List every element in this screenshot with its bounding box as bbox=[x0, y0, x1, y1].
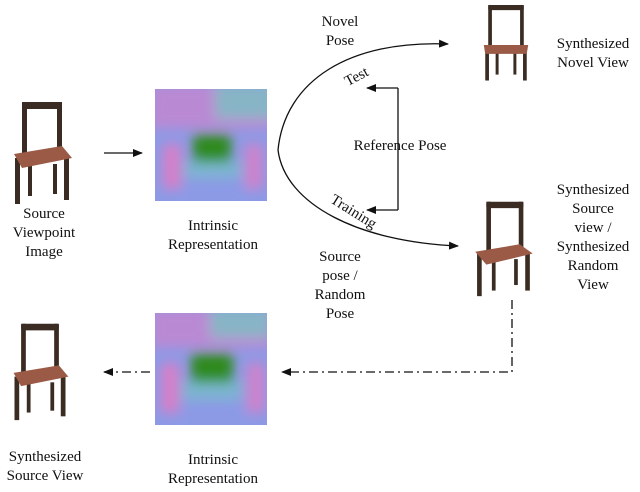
label-line: Representation bbox=[168, 237, 258, 253]
label-line: pose / bbox=[322, 268, 358, 284]
label-line: Source bbox=[23, 206, 65, 222]
label-line: Novel bbox=[321, 14, 359, 30]
label-line: Representation bbox=[168, 471, 258, 487]
intrinsic-bottom-label: Intrinsic Representation bbox=[140, 451, 286, 489]
synth-novel-label: Synthesized Novel View bbox=[546, 35, 640, 73]
reference-pose-label: Reference Pose bbox=[353, 138, 447, 154]
intrinsic-representation-top bbox=[155, 89, 267, 201]
label-line: Source View bbox=[6, 468, 84, 484]
intrinsic-representation-bottom bbox=[155, 313, 267, 425]
arrow-reference-to-test bbox=[367, 88, 399, 210]
source-chair-image bbox=[14, 102, 72, 204]
label-line: Synthesized bbox=[556, 36, 630, 52]
label-line: Novel View bbox=[557, 55, 629, 71]
label-line: Source bbox=[572, 201, 614, 217]
label-line: Synthesized bbox=[8, 449, 82, 465]
label-line: Intrinsic bbox=[188, 452, 238, 468]
label-line: Pose bbox=[325, 33, 355, 49]
source-random-pose-label: Source pose / Random Pose bbox=[300, 248, 380, 324]
arrow-dashdot-to-rep-bottom bbox=[281, 300, 513, 376]
label-line: Viewpoint bbox=[12, 225, 76, 241]
label-line: Intrinsic bbox=[188, 218, 238, 234]
label-line: Synthesized bbox=[556, 239, 630, 255]
representation-map-image bbox=[155, 89, 267, 201]
arrow-training-curve bbox=[277, 149, 459, 250]
label-line: View bbox=[577, 277, 609, 293]
source-image-label: Source Viewpoint Image bbox=[4, 205, 84, 262]
label-line: Random bbox=[314, 287, 366, 303]
intrinsic-top-label: Intrinsic Representation bbox=[140, 217, 286, 255]
label-line: Random bbox=[567, 258, 619, 274]
synthesized-novel-chair-image bbox=[483, 4, 529, 81]
synthesized-source-random-chair-image bbox=[475, 201, 533, 297]
arrow-test-curve bbox=[277, 39, 449, 151]
label-line: Image bbox=[25, 244, 63, 260]
novel-pose-label: Novel Pose bbox=[310, 13, 370, 51]
representation-map-image bbox=[155, 313, 267, 425]
label-line: view / bbox=[574, 220, 612, 236]
synth-source-view-label: Synthesized Source View bbox=[0, 448, 90, 486]
synth-source-random-label: Synthesized Source view / Synthesized Ra… bbox=[546, 181, 640, 295]
label-line: Synthesized bbox=[556, 182, 630, 198]
label-line: Pose bbox=[325, 306, 355, 322]
synthesized-source-chair-image bbox=[13, 323, 69, 421]
label-line: Source bbox=[319, 249, 361, 265]
